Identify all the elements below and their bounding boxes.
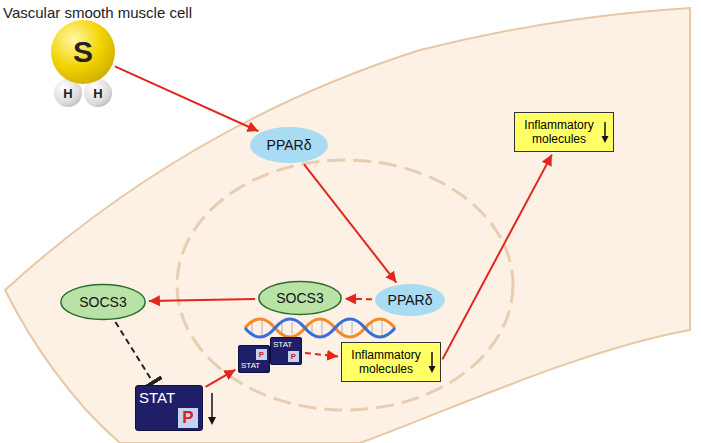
node-content: STATP	[136, 386, 202, 430]
stat-box: STATP	[135, 385, 203, 431]
ppar-ellipse: PPARδ	[250, 127, 328, 163]
arrow-connector	[115, 66, 259, 131]
protein-name: STAT	[273, 340, 292, 350]
protein-name: PPARδ	[388, 292, 433, 308]
node-content: PPARδ	[267, 137, 312, 153]
atom-symbol: H	[63, 86, 72, 101]
node-content: H	[93, 86, 102, 101]
cell-membrane	[5, 8, 690, 443]
ppar-ellipse: PPARδ	[375, 284, 445, 316]
arrow-connector	[149, 299, 255, 301]
dna-helix	[245, 319, 395, 337]
node-content: Inflammatory molecules	[521, 118, 597, 146]
protein-name: STAT	[139, 389, 175, 406]
phospho-mark: P	[178, 408, 198, 428]
node-content: SOCS3	[276, 290, 323, 306]
arrow-connector	[345, 298, 372, 301]
node-content: S	[73, 35, 93, 69]
node-content: H	[63, 86, 72, 101]
arrow-connector	[304, 164, 396, 282]
arrow-connector	[442, 155, 552, 360]
protein-name: PPARδ	[267, 137, 312, 153]
phospho-mark: P	[256, 349, 267, 360]
protein-name: STAT	[241, 361, 260, 371]
protein-name: SOCS3	[79, 294, 126, 310]
decrease-arrow	[428, 351, 436, 373]
cell-title: Vascular smooth muscle cell	[3, 4, 192, 21]
nuclear-envelope	[177, 160, 513, 410]
socs3-ellipse: SOCS3	[60, 284, 146, 320]
sulfur-atom: S	[51, 20, 115, 84]
protein-name: SOCS3	[276, 290, 323, 306]
inhibition-connector	[115, 322, 153, 383]
molecule-box: Inflammatory molecules	[341, 342, 441, 382]
node-content: PPARδ	[388, 292, 433, 308]
node-content: PSTAT	[239, 346, 269, 372]
molecule-name: Inflammatory molecules	[348, 348, 424, 376]
node-content: STATP	[271, 338, 301, 364]
stat-box: PSTAT	[238, 345, 270, 373]
node-content: Inflammatory molecules	[348, 348, 424, 376]
node-content: SOCS3	[79, 294, 126, 310]
molecule-box: Inflammatory molecules	[514, 112, 614, 152]
atom-symbol: H	[93, 86, 102, 101]
decrease-arrow	[601, 121, 609, 143]
atom-symbol: S	[73, 35, 93, 69]
arrow-connector	[305, 353, 338, 356]
phospho-mark: P	[288, 351, 299, 362]
decrease-arrow	[208, 393, 216, 425]
stat-box: STATP	[270, 337, 302, 365]
molecule-name: Inflammatory molecules	[521, 118, 597, 146]
socs3-ellipse: SOCS3	[258, 281, 342, 315]
arrow-connector	[206, 370, 236, 387]
